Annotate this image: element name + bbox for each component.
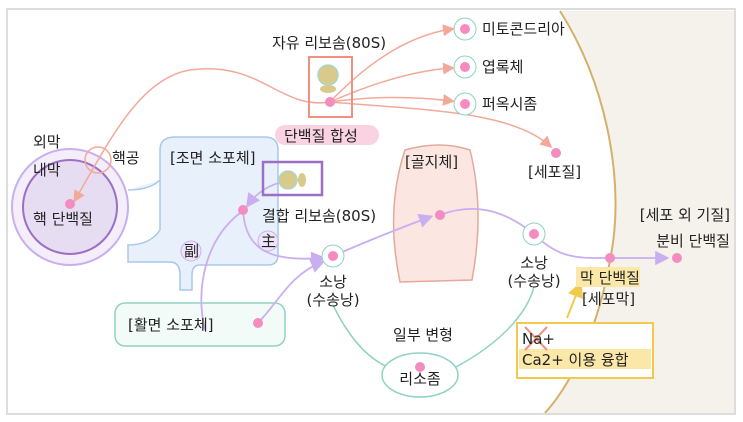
bound-ribosome-box: [261, 160, 324, 197]
partial-modification-label: 일부 변형: [393, 326, 453, 344]
dots: [65, 24, 682, 372]
vesicle-1-sublabel: (수송낭): [306, 291, 359, 309]
nuclear-protein-label: 핵 단백질: [33, 210, 93, 228]
free-ribosome-icon: [317, 64, 339, 93]
sub-label: 副: [184, 242, 199, 260]
lysosome-label: 리소좀: [399, 370, 440, 388]
smooth-er-shape: [114, 302, 286, 347]
fusion-highlight: [519, 349, 651, 369]
free-ribosome-label: 자유 리보솜(80S): [272, 34, 386, 52]
protein-synthesis-label: 단백질 합성: [284, 127, 358, 145]
fusion-arrow: [566, 281, 584, 319]
membrane-protein-label: 막 단백질: [580, 269, 640, 287]
bound-ribosome-icon: [278, 170, 306, 190]
outer-membrane-label: 외막: [33, 133, 61, 151]
ca-fusion-label: Ca2+ 이용 융합: [522, 351, 629, 369]
extracellular-region: [545, 11, 734, 413]
cytoplasm-label: [세포질]: [528, 163, 581, 181]
main-badge: [257, 230, 279, 252]
rough-er-shape: [127, 136, 279, 291]
main-label: 主: [261, 232, 276, 250]
free-ribosome-box: [308, 56, 353, 118]
smooth-er-label: [활면 소포체]: [128, 316, 213, 334]
chloroplast-label: 엽록체: [482, 58, 523, 76]
lysosome-shape: [381, 352, 459, 398]
golgi-label: [골지체]: [405, 153, 458, 171]
inner-membrane-label: 내막: [33, 161, 61, 179]
secreted-protein-label: 분비 단백질: [656, 232, 730, 250]
vesicle-1-label: 소낭: [319, 273, 347, 291]
sub-badge: [180, 240, 202, 262]
extracellular-label: [세포 외 기질]: [640, 206, 730, 224]
vesicle-2-label: 소낭: [520, 254, 548, 272]
membrane-protein-highlight: [576, 267, 640, 287]
peroxisome-label: 퍼옥시좀: [482, 95, 537, 113]
bound-ribosome-label: 결합 리보솜(80S): [262, 207, 376, 225]
vesicle-2-sublabel: (수송낭): [507, 272, 560, 290]
protein-synthesis-pill: [275, 125, 379, 145]
cell-membrane-label: [세포막]: [582, 290, 635, 308]
mitochondria-label: 미토콘드리아: [482, 20, 565, 38]
nuclear-pore: [84, 146, 112, 174]
na-cross-icon: [524, 326, 548, 351]
lysosome-paths: [332, 286, 535, 371]
nuclear-pore-label: 핵공: [112, 149, 140, 167]
rough-er-label: [조면 소포체]: [170, 149, 255, 167]
na-label: Na+: [522, 330, 555, 348]
